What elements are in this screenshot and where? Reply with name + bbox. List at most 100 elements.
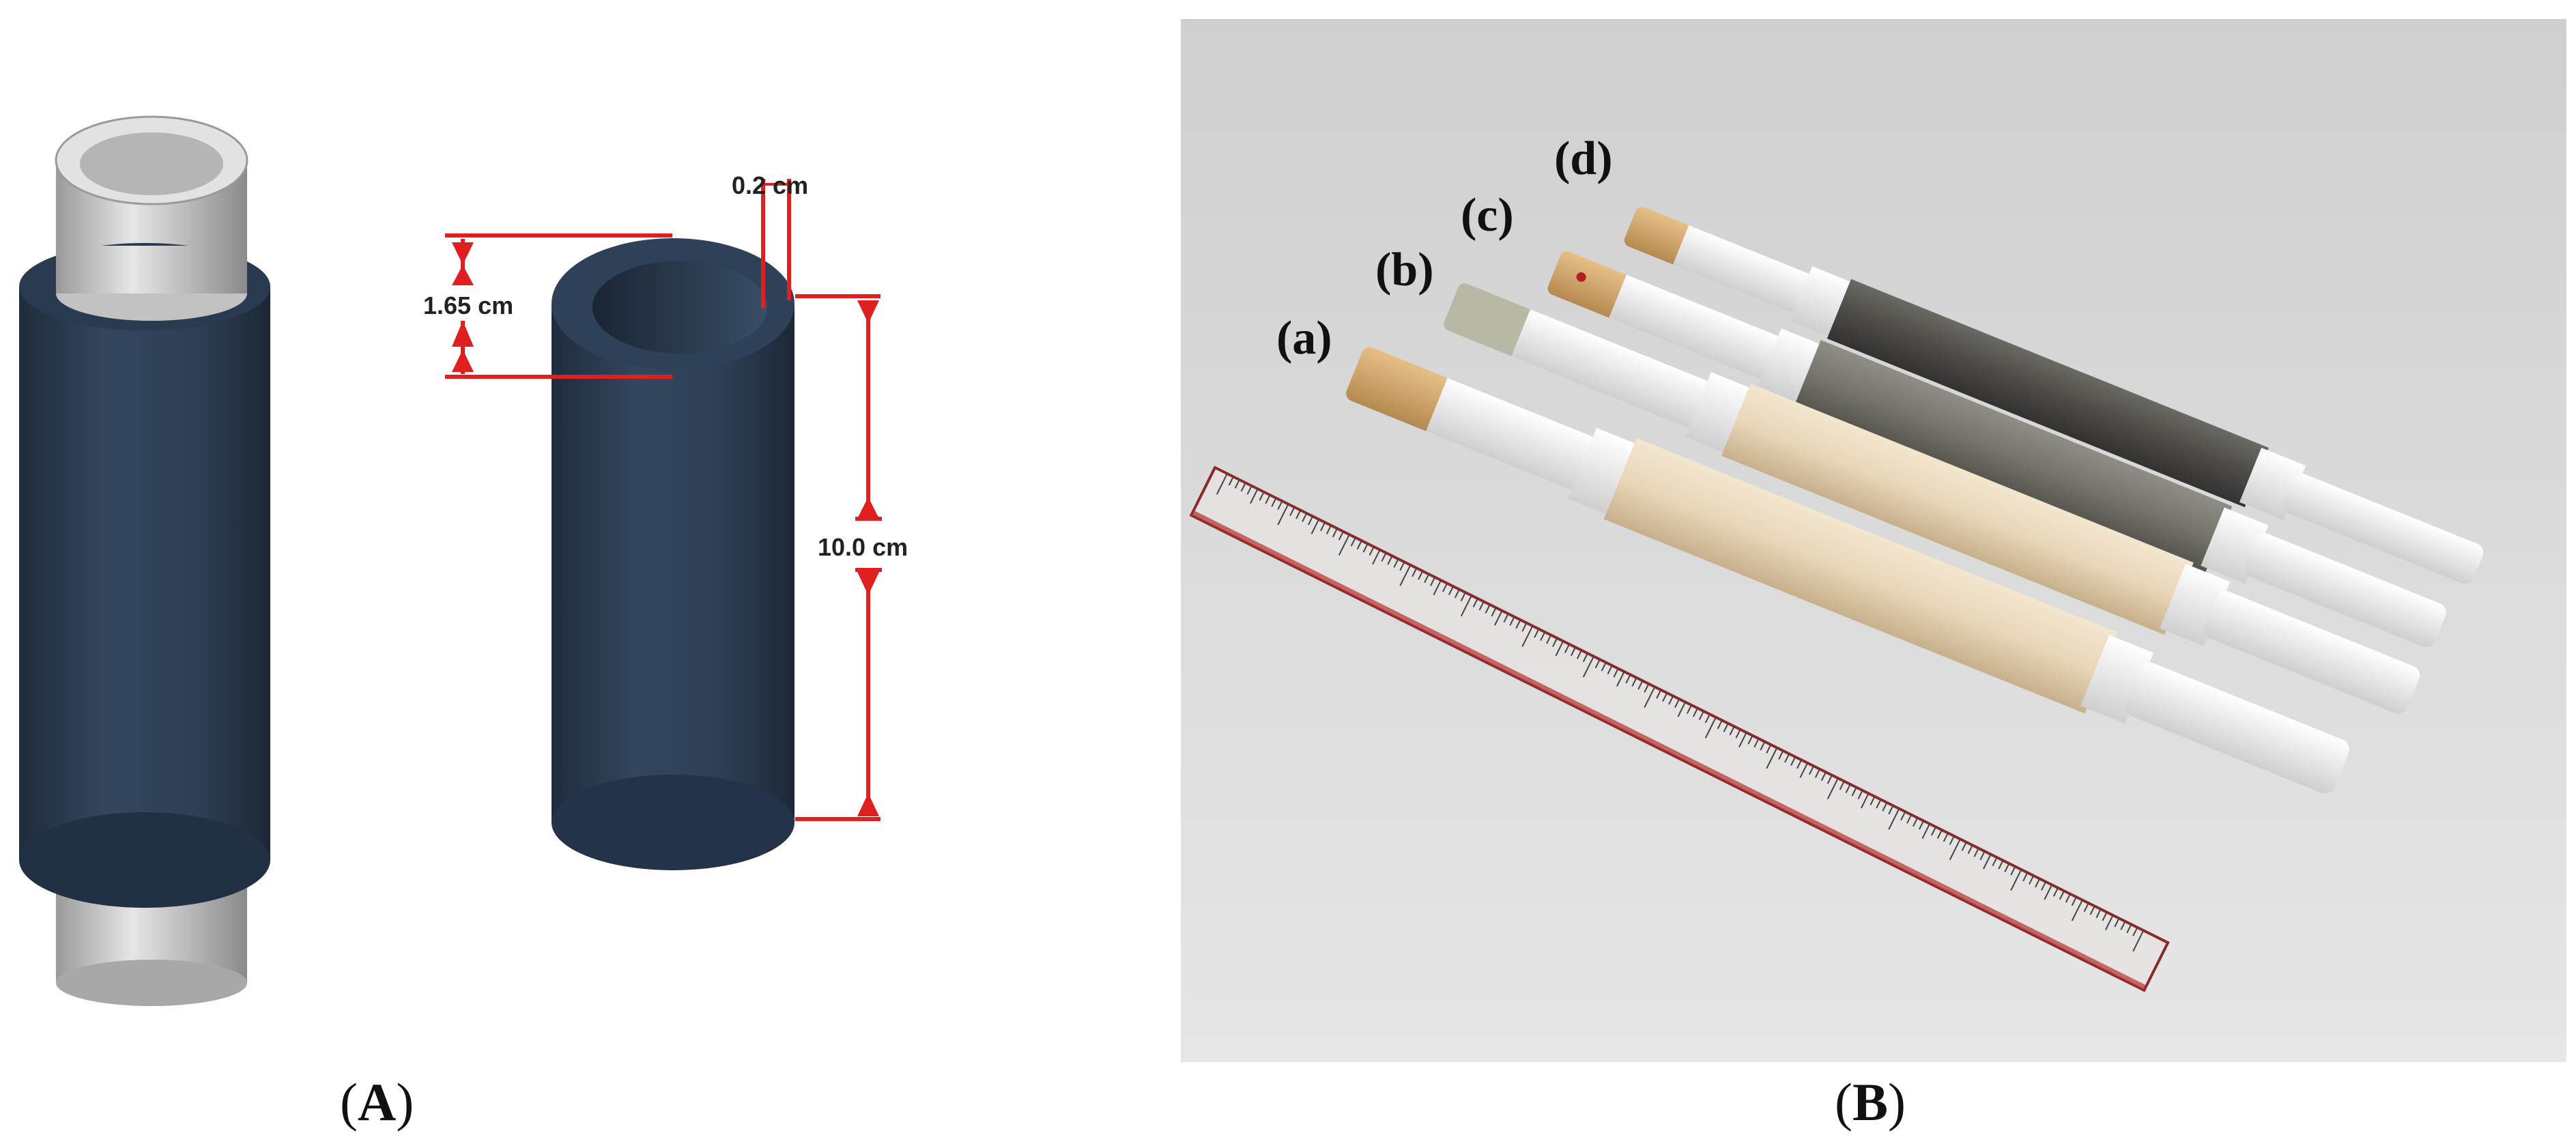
ruler-tick [1845,784,1851,794]
ruler-tick [2022,872,2029,882]
ruler-tick [1552,638,1558,647]
ruler-tick [1799,762,1808,778]
ruler-tick [1250,488,1259,504]
ruler-tick [1540,631,1546,641]
ruler-tick [2059,890,2065,900]
ruler-tick [1677,702,1686,717]
ruler-tick [2035,878,2041,888]
ruler-tick [1631,677,1637,687]
ruler-tick [1234,479,1240,489]
ruler-tick [1607,665,1613,675]
ruler-tick [1472,598,1478,607]
ruler-tick [1338,531,1344,541]
ruler-tick [1570,646,1576,657]
ruler-tick [1433,579,1442,596]
ruler-tick [1430,577,1436,586]
ruler-tick [1613,668,1619,678]
ruler-tick [1979,850,1986,861]
ruler-tick [2083,902,2089,913]
ruler-tick [1582,653,1588,663]
ruler-tick [1259,491,1265,501]
ruler-tick [2040,881,2047,891]
ruler-tick [1918,820,1925,830]
sample-label-c: (c) [1461,189,1514,242]
ruler-tick [1442,583,1448,592]
ruler-tick [1930,827,1936,836]
panel-a-diagram: 0.2 cm 1.65 cm 10.0 cm [19,115,908,1006]
ruler-tick [1760,741,1766,751]
ruler-tick [1399,561,1405,571]
ruler-tick [1460,595,1472,617]
ruler-tick [2102,912,2108,921]
ruler-tick [1350,537,1356,547]
ruler-tick [1418,571,1424,580]
ruler-tick [1356,540,1362,550]
rod-b [1444,283,2420,714]
ruler-tick [1662,692,1668,702]
ruler-tick [1747,735,1754,745]
ruler-tick [1735,729,1741,739]
ruler-tick [2104,915,2114,930]
ruler-tick [1882,802,1888,812]
ruler-tick [1998,860,2004,870]
ruler-tick [2132,927,2138,936]
ruler-tick [1460,592,1466,601]
ruler-tick [1515,619,1521,629]
ruler-tick [1448,586,1454,595]
ruler-tick [2071,896,2077,906]
ruler-tick [1277,500,1283,511]
ruler-tick [1796,759,1803,769]
ruler-tick [1302,513,1308,522]
ruler-tick [1906,814,1913,824]
ruler-tick [2095,908,2102,918]
ruler-tick [1412,567,1418,577]
ruler-tick [2114,917,2120,928]
ruler-tick [1921,823,1930,839]
ruler-tick [1576,650,1582,659]
panel-label-b: (B) [1835,1072,1906,1132]
ruler-tick [1870,796,1876,805]
ruler-tick [1311,519,1320,534]
ruler-tick [1808,765,1814,775]
ruler-tick [1338,534,1350,556]
ruler-tick [1820,771,1827,782]
ruler-tick [1936,829,1943,839]
ruler-tick [1372,549,1381,565]
sleeve-model [552,238,795,870]
ruler-tick [1228,476,1234,486]
ruler-tick [1485,604,1491,614]
rod-c [1547,251,2446,648]
ruler-tick [1900,811,1906,821]
ruler-tick [1555,640,1564,657]
ruler-tick [2004,863,2010,873]
ruler-tick [1790,756,1797,766]
ruler-tick [1729,726,1735,736]
ruler-tick [1851,787,1857,797]
ruler-tick [1326,525,1332,534]
ruler-tick [1296,510,1302,519]
sample-label-a: (a) [1276,312,1332,364]
ruler-tick [1704,713,1711,724]
ruler-tick [1723,723,1729,732]
ruler [1189,465,2170,992]
ruler-tick [1387,555,1393,565]
ruler-tick [1362,543,1369,553]
ruler-tick [1644,686,1656,708]
ruler-tick [1246,485,1253,495]
ruler-tick [1494,610,1503,626]
ruler-tick [2071,900,2083,921]
ruler-tick [1814,769,1820,778]
ruler-tick [1827,777,1839,799]
ruler-tick [1478,601,1485,611]
ruler-tick [1319,521,1326,532]
ruler-tick [1546,634,1552,644]
ruler-tick [1534,629,1540,638]
ruler-tick [1625,674,1631,684]
ruler-tick [1399,564,1412,586]
ruler-tick [1857,790,1863,799]
dimension-lines [445,179,882,821]
ruler-tick [1582,656,1594,678]
ruler-tick [1564,644,1570,653]
ruler-tick [2010,866,2016,876]
ruler-tick [1784,753,1790,763]
